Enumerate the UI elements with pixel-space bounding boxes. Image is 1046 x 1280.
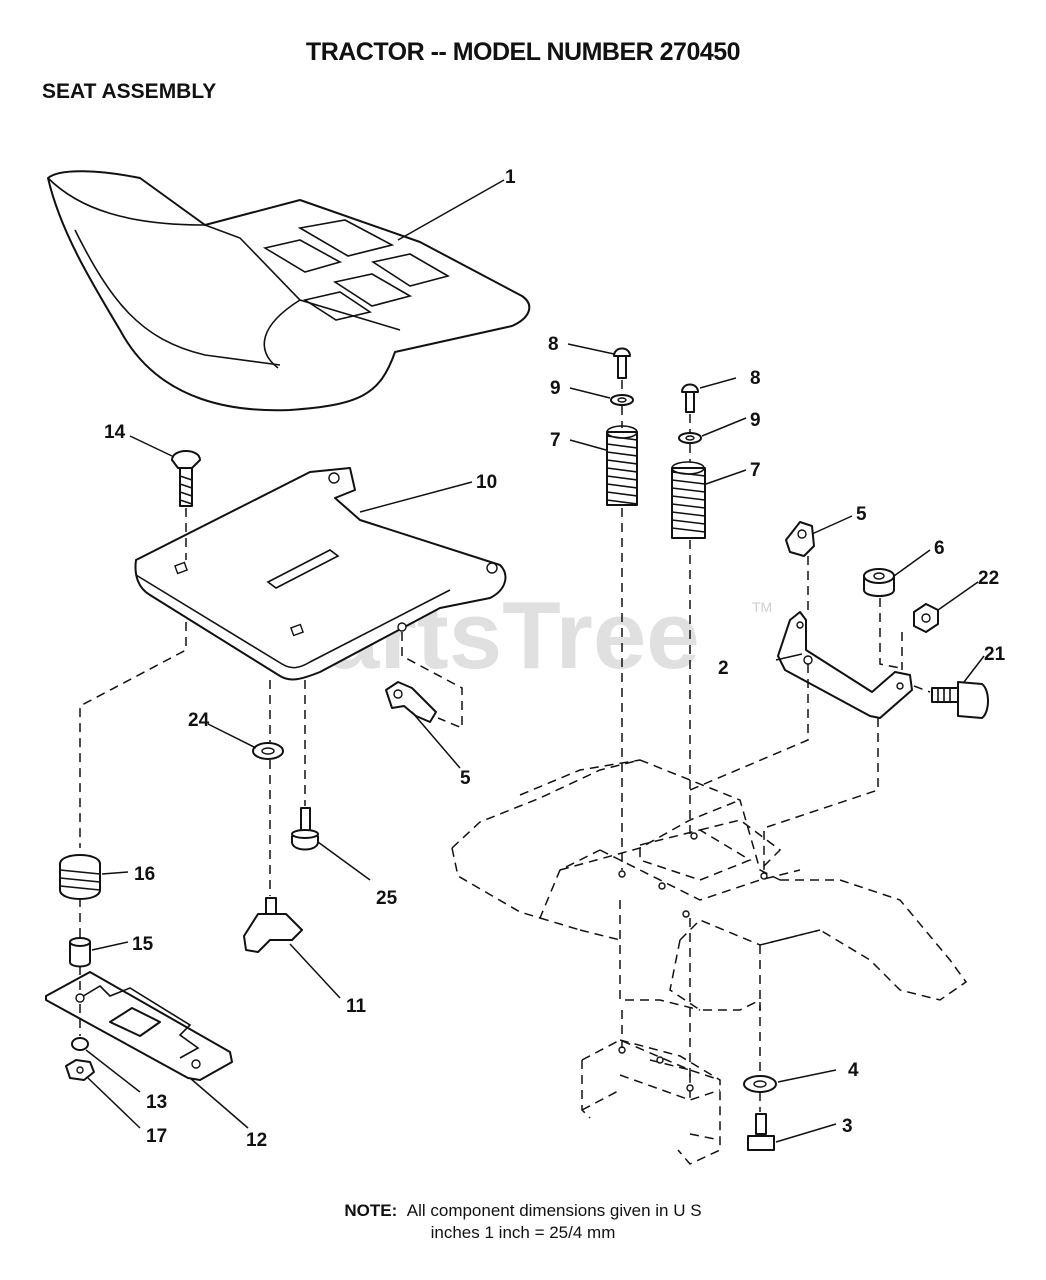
leader-lines <box>85 179 985 1143</box>
note-label: NOTE: <box>344 1201 398 1220</box>
part-7-spring-left[interactable] <box>606 425 638 506</box>
part-16-spring[interactable] <box>59 854 101 900</box>
part-5-clip-upper[interactable] <box>785 521 815 557</box>
callout-10: 10 <box>476 472 497 493</box>
callout-8-right: 8 <box>750 368 761 389</box>
part-10-seat-pan[interactable] <box>134 467 507 681</box>
part-6-spacer[interactable] <box>863 568 895 597</box>
note-line-1: All component dimensions given in U S <box>406 1201 702 1220</box>
part-22-nut[interactable] <box>913 603 939 633</box>
page-title: TRACTOR -- MODEL NUMBER 270450 <box>305 38 741 66</box>
callout-24: 24 <box>188 710 210 731</box>
callout-16: 16 <box>134 864 155 885</box>
part-25-screw[interactable] <box>291 807 319 851</box>
part-2-bracket[interactable] <box>777 611 913 719</box>
callout-6: 6 <box>934 538 945 559</box>
callout-14: 14 <box>104 422 126 443</box>
part-4-washer[interactable] <box>743 1075 777 1093</box>
part-3-bolt[interactable] <box>747 1113 775 1151</box>
part-24-washer[interactable] <box>252 742 284 760</box>
callout-15: 15 <box>132 934 154 955</box>
callout-5-upper: 5 <box>856 504 867 525</box>
callout-3: 3 <box>842 1116 853 1137</box>
part-8-screw-right[interactable] <box>681 383 699 413</box>
part-21-shoulder-bolt[interactable] <box>931 681 989 719</box>
callout-1: 1 <box>505 167 516 188</box>
part-12-slide-plate[interactable] <box>45 971 233 1081</box>
callout-2: 2 <box>718 658 729 679</box>
callout-4: 4 <box>848 1060 859 1081</box>
callout-22: 22 <box>978 568 999 589</box>
part-9-washer-left[interactable] <box>610 394 634 406</box>
callout-8-left: 8 <box>548 334 559 355</box>
part-14-carriage-bolt[interactable] <box>171 450 201 507</box>
callout-9-left: 9 <box>550 378 561 399</box>
callout-25: 25 <box>376 888 398 909</box>
callout-11: 11 <box>346 996 367 1017</box>
footer-note: NOTE: All component dimensions given in … <box>0 1200 1046 1244</box>
part-17-lock-nut[interactable] <box>65 1059 95 1081</box>
callout-21: 21 <box>984 644 1006 665</box>
assembly-lines <box>79 380 931 1112</box>
part-9-washer-right[interactable] <box>678 432 702 444</box>
callout-7-left: 7 <box>550 430 561 451</box>
callout-17: 17 <box>146 1126 167 1147</box>
callout-13: 13 <box>146 1092 167 1113</box>
part-7-spring-right[interactable] <box>671 461 706 539</box>
callouts: 1 2 3 4 5 5 6 7 7 8 8 9 9 10 11 12 13 14… <box>104 167 1006 1151</box>
part-13-nut[interactable] <box>71 1037 89 1051</box>
watermark-tm: TM <box>752 599 772 615</box>
callout-7-right: 7 <box>750 460 761 481</box>
part-8-screw-left[interactable] <box>613 347 631 379</box>
note-line-2: inches 1 inch = 25/4 mm <box>430 1223 616 1242</box>
part-1-seat[interactable] <box>47 170 531 412</box>
part-11-knob[interactable] <box>243 897 303 953</box>
section-title: SEAT ASSEMBLY <box>42 80 217 103</box>
callout-9-right: 9 <box>750 410 761 431</box>
callout-5-lower: 5 <box>460 768 471 789</box>
callout-12: 12 <box>246 1130 267 1151</box>
part-5-clip-lower[interactable] <box>385 681 437 723</box>
tractor-body-outline <box>451 759 968 1165</box>
part-15-bushing[interactable] <box>69 937 91 968</box>
